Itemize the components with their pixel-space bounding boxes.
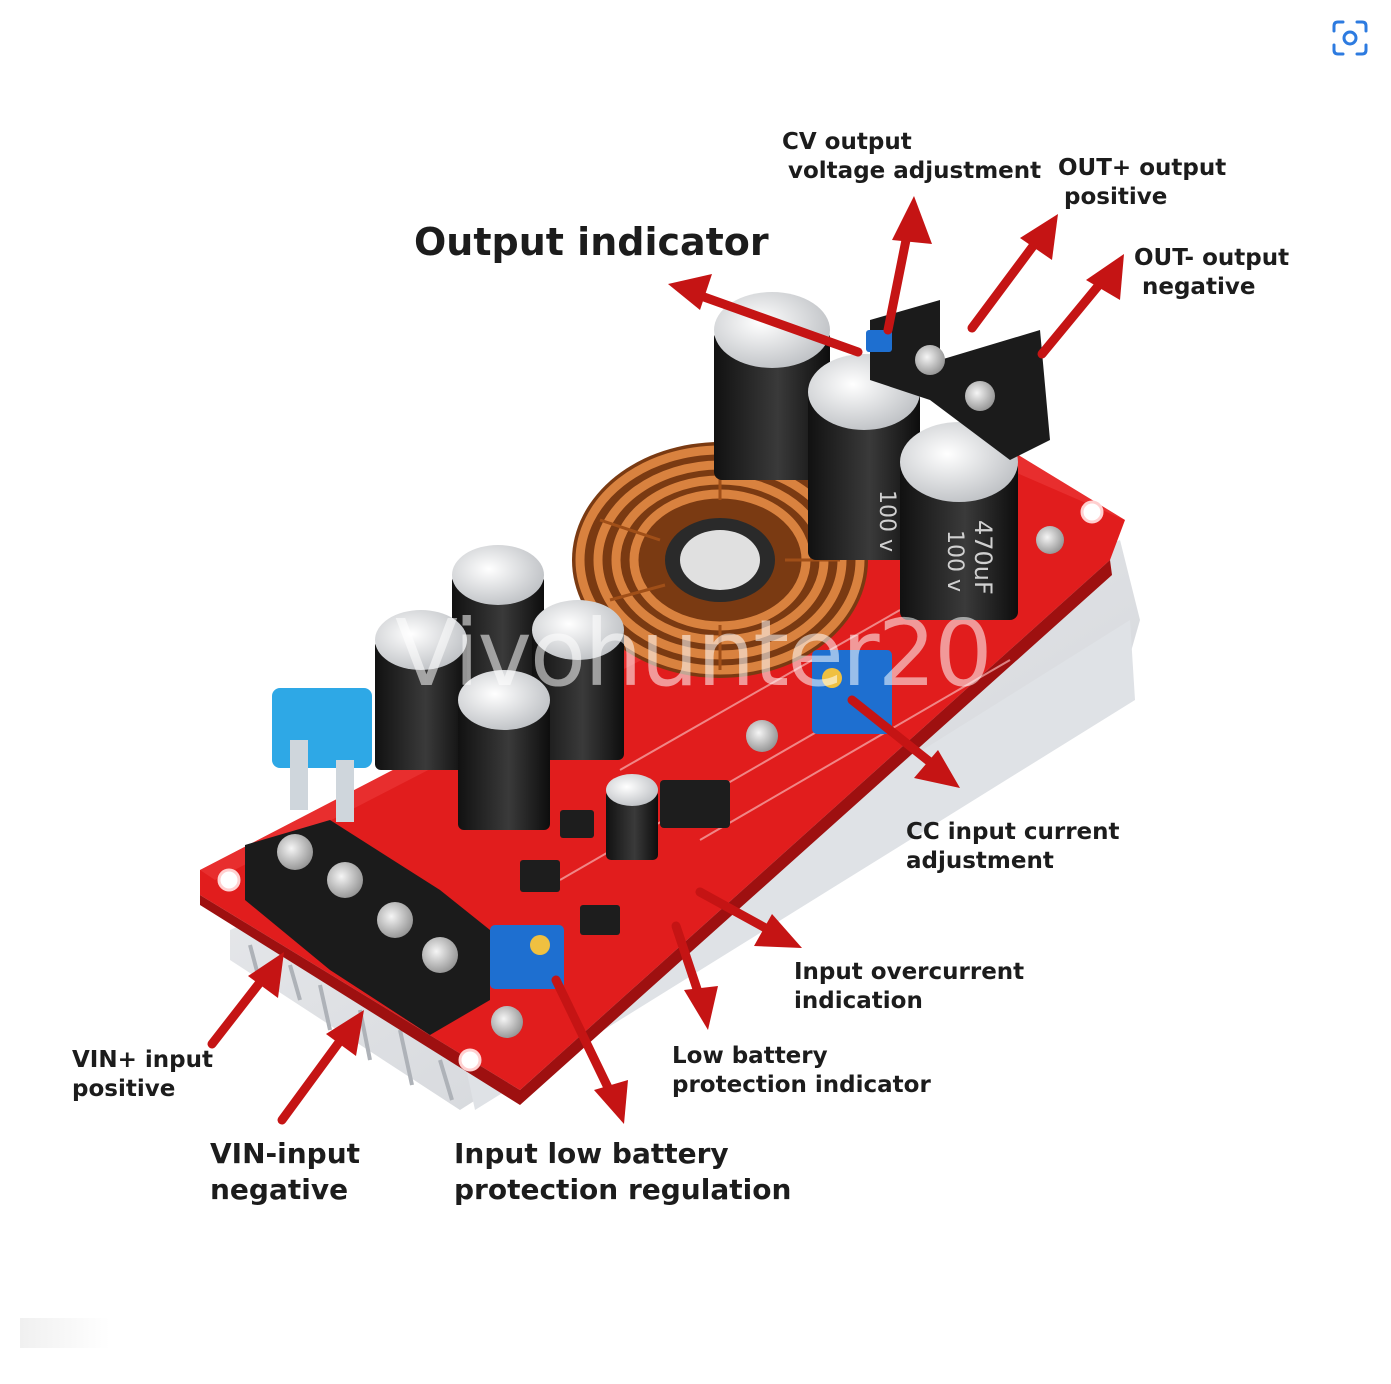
- label-out-positive: OUT+ output positive: [1058, 154, 1226, 213]
- input-capacitors: [375, 545, 624, 830]
- label-line: VIN-input: [210, 1137, 361, 1170]
- scan-artifact: [20, 1318, 110, 1348]
- cap-marking: 100 v: [942, 530, 967, 592]
- input-terminal-block: [245, 820, 490, 1035]
- label-cv-output: CV output voltage adjustment: [782, 128, 1041, 187]
- label-line: protection indicator: [672, 1072, 931, 1099]
- fuse: [272, 688, 372, 822]
- output-terminal-block: [870, 300, 1064, 554]
- small-capacitor: [606, 774, 658, 860]
- label-line: negative: [210, 1172, 349, 1206]
- output-capacitors: 100 v 470uF 100 v: [714, 292, 1018, 620]
- label-low-battery-regulation: Input low battery protection regulation: [454, 1136, 791, 1208]
- callout-arrows: [207, 196, 1124, 1125]
- label-line: adjustment: [906, 848, 1054, 875]
- label-line: CV output: [782, 129, 912, 155]
- label-vin-positive: VIN+ input positive: [72, 1046, 213, 1105]
- label-line: VIN+ input: [72, 1047, 213, 1073]
- label-line: Input low battery: [454, 1137, 729, 1170]
- label-cc-input-current: CC input current adjustment: [906, 818, 1120, 877]
- label-vin-negative: VIN-input negative: [210, 1136, 360, 1208]
- label-line: negative: [1142, 274, 1256, 301]
- lens-search-icon[interactable]: [1328, 16, 1372, 60]
- label-input-overcurrent: Input overcurrent indication: [794, 958, 1024, 1017]
- board-screws: [491, 720, 778, 1038]
- label-line: protection regulation: [454, 1172, 792, 1206]
- label-line: OUT- output: [1134, 245, 1290, 271]
- label-out-negative: OUT- output negative: [1134, 244, 1289, 303]
- label-line: OUT+ output: [1058, 155, 1227, 181]
- label-line: voltage adjustment: [788, 158, 1042, 185]
- label-line: Input overcurrent: [794, 959, 1025, 985]
- label-low-battery-indicator: Low battery protection indicator: [672, 1042, 931, 1101]
- trimpots: [490, 330, 892, 989]
- label-output-indicator: Output indicator: [414, 220, 769, 264]
- label-line: positive: [72, 1076, 176, 1103]
- chips: [520, 780, 730, 935]
- label-line: indication: [794, 988, 923, 1015]
- cap-marking: 470uF: [969, 520, 997, 595]
- label-line: Low battery: [672, 1043, 828, 1069]
- label-line: CC input current: [906, 819, 1120, 845]
- label-line: positive: [1064, 184, 1168, 211]
- cap-marking: 100 v: [874, 490, 899, 552]
